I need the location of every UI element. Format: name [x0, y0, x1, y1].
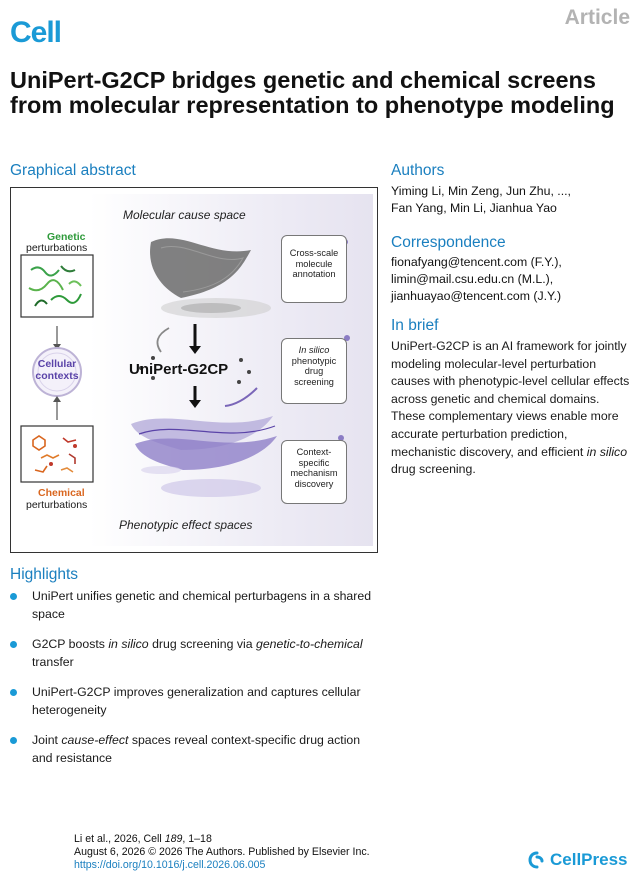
phenotypic-effect-spaces-label: Phenotypic effect spaces	[119, 518, 253, 532]
highlights-heading: Highlights	[10, 566, 79, 583]
graphical-abstract-heading: Graphical abstract	[10, 162, 136, 179]
email-link[interactable]: jianhuayao@tencent.com (J.Y.)	[391, 289, 562, 304]
citation-footer: Li et al., 2026, Cell 189, 1–18 August 6…	[74, 833, 370, 871]
cellpress-logo: CellPress	[528, 850, 628, 870]
cross-scale-annotation-box: Cross-scale molecule annotation	[281, 235, 347, 303]
highlight-item: G2CP boosts in silico drug screening via…	[10, 636, 380, 671]
genetic-label: Genetic	[47, 231, 86, 243]
highlight-item: UniPert-G2CP improves generalization and…	[10, 684, 380, 719]
bullet-icon	[10, 641, 17, 648]
chemical-label: Chemical	[38, 487, 85, 499]
email-link[interactable]: limin@mail.csu.edu.cn (M.L.),	[391, 272, 554, 287]
email-link[interactable]: fionafyang@tencent.com (F.Y.),	[391, 255, 562, 269]
genetic-perturbations-label: perturbations	[26, 242, 88, 254]
in-brief-text: UniPert-G2CP is an AI framework for join…	[391, 339, 630, 477]
highlight-item: UniPert unifies genetic and chemical per…	[10, 588, 380, 623]
bullet-icon	[10, 737, 17, 744]
graphical-abstract: Molecular cause space Genetic perturbati…	[10, 187, 378, 553]
chemical-perturbations-label: perturbations	[26, 499, 88, 511]
unipert-g2cp-label: UniPert-G2CP	[129, 361, 229, 378]
cellpress-icon	[528, 851, 544, 869]
drug-screening-box: In silico phenotypic drug screening	[281, 338, 347, 404]
bullet-icon	[10, 689, 17, 696]
article-type: Article	[564, 6, 630, 29]
mechanism-discovery-box: Context- specific mechanism discovery	[281, 440, 347, 504]
journal-logo: Cell	[10, 16, 62, 49]
molecular-cause-space-label: Molecular cause space	[123, 208, 246, 222]
authors-heading: Authors	[391, 162, 445, 179]
correspondence-emails: fionafyang@tencent.com (F.Y.), limin@mai…	[391, 254, 631, 306]
graphical-abstract-figure	[20, 238, 350, 497]
article-title: UniPert-G2CP bridges genetic and chemica…	[10, 67, 615, 118]
doi-link[interactable]: https://doi.org/10.1016/j.cell.2026.06.0…	[74, 859, 266, 871]
authors-list: Yiming Li, Min Zeng, Jun Zhu, ..., Fan Y…	[391, 184, 571, 216]
in-brief-heading: In brief	[391, 317, 439, 334]
cellular-contexts-label: Cellular contexts	[35, 358, 79, 382]
highlights-list: UniPert unifies genetic and chemical per…	[10, 588, 380, 780]
highlight-item: Joint cause-effect spaces reveal context…	[10, 732, 380, 767]
correspondence-heading: Correspondence	[391, 234, 506, 251]
bullet-icon	[10, 593, 17, 600]
